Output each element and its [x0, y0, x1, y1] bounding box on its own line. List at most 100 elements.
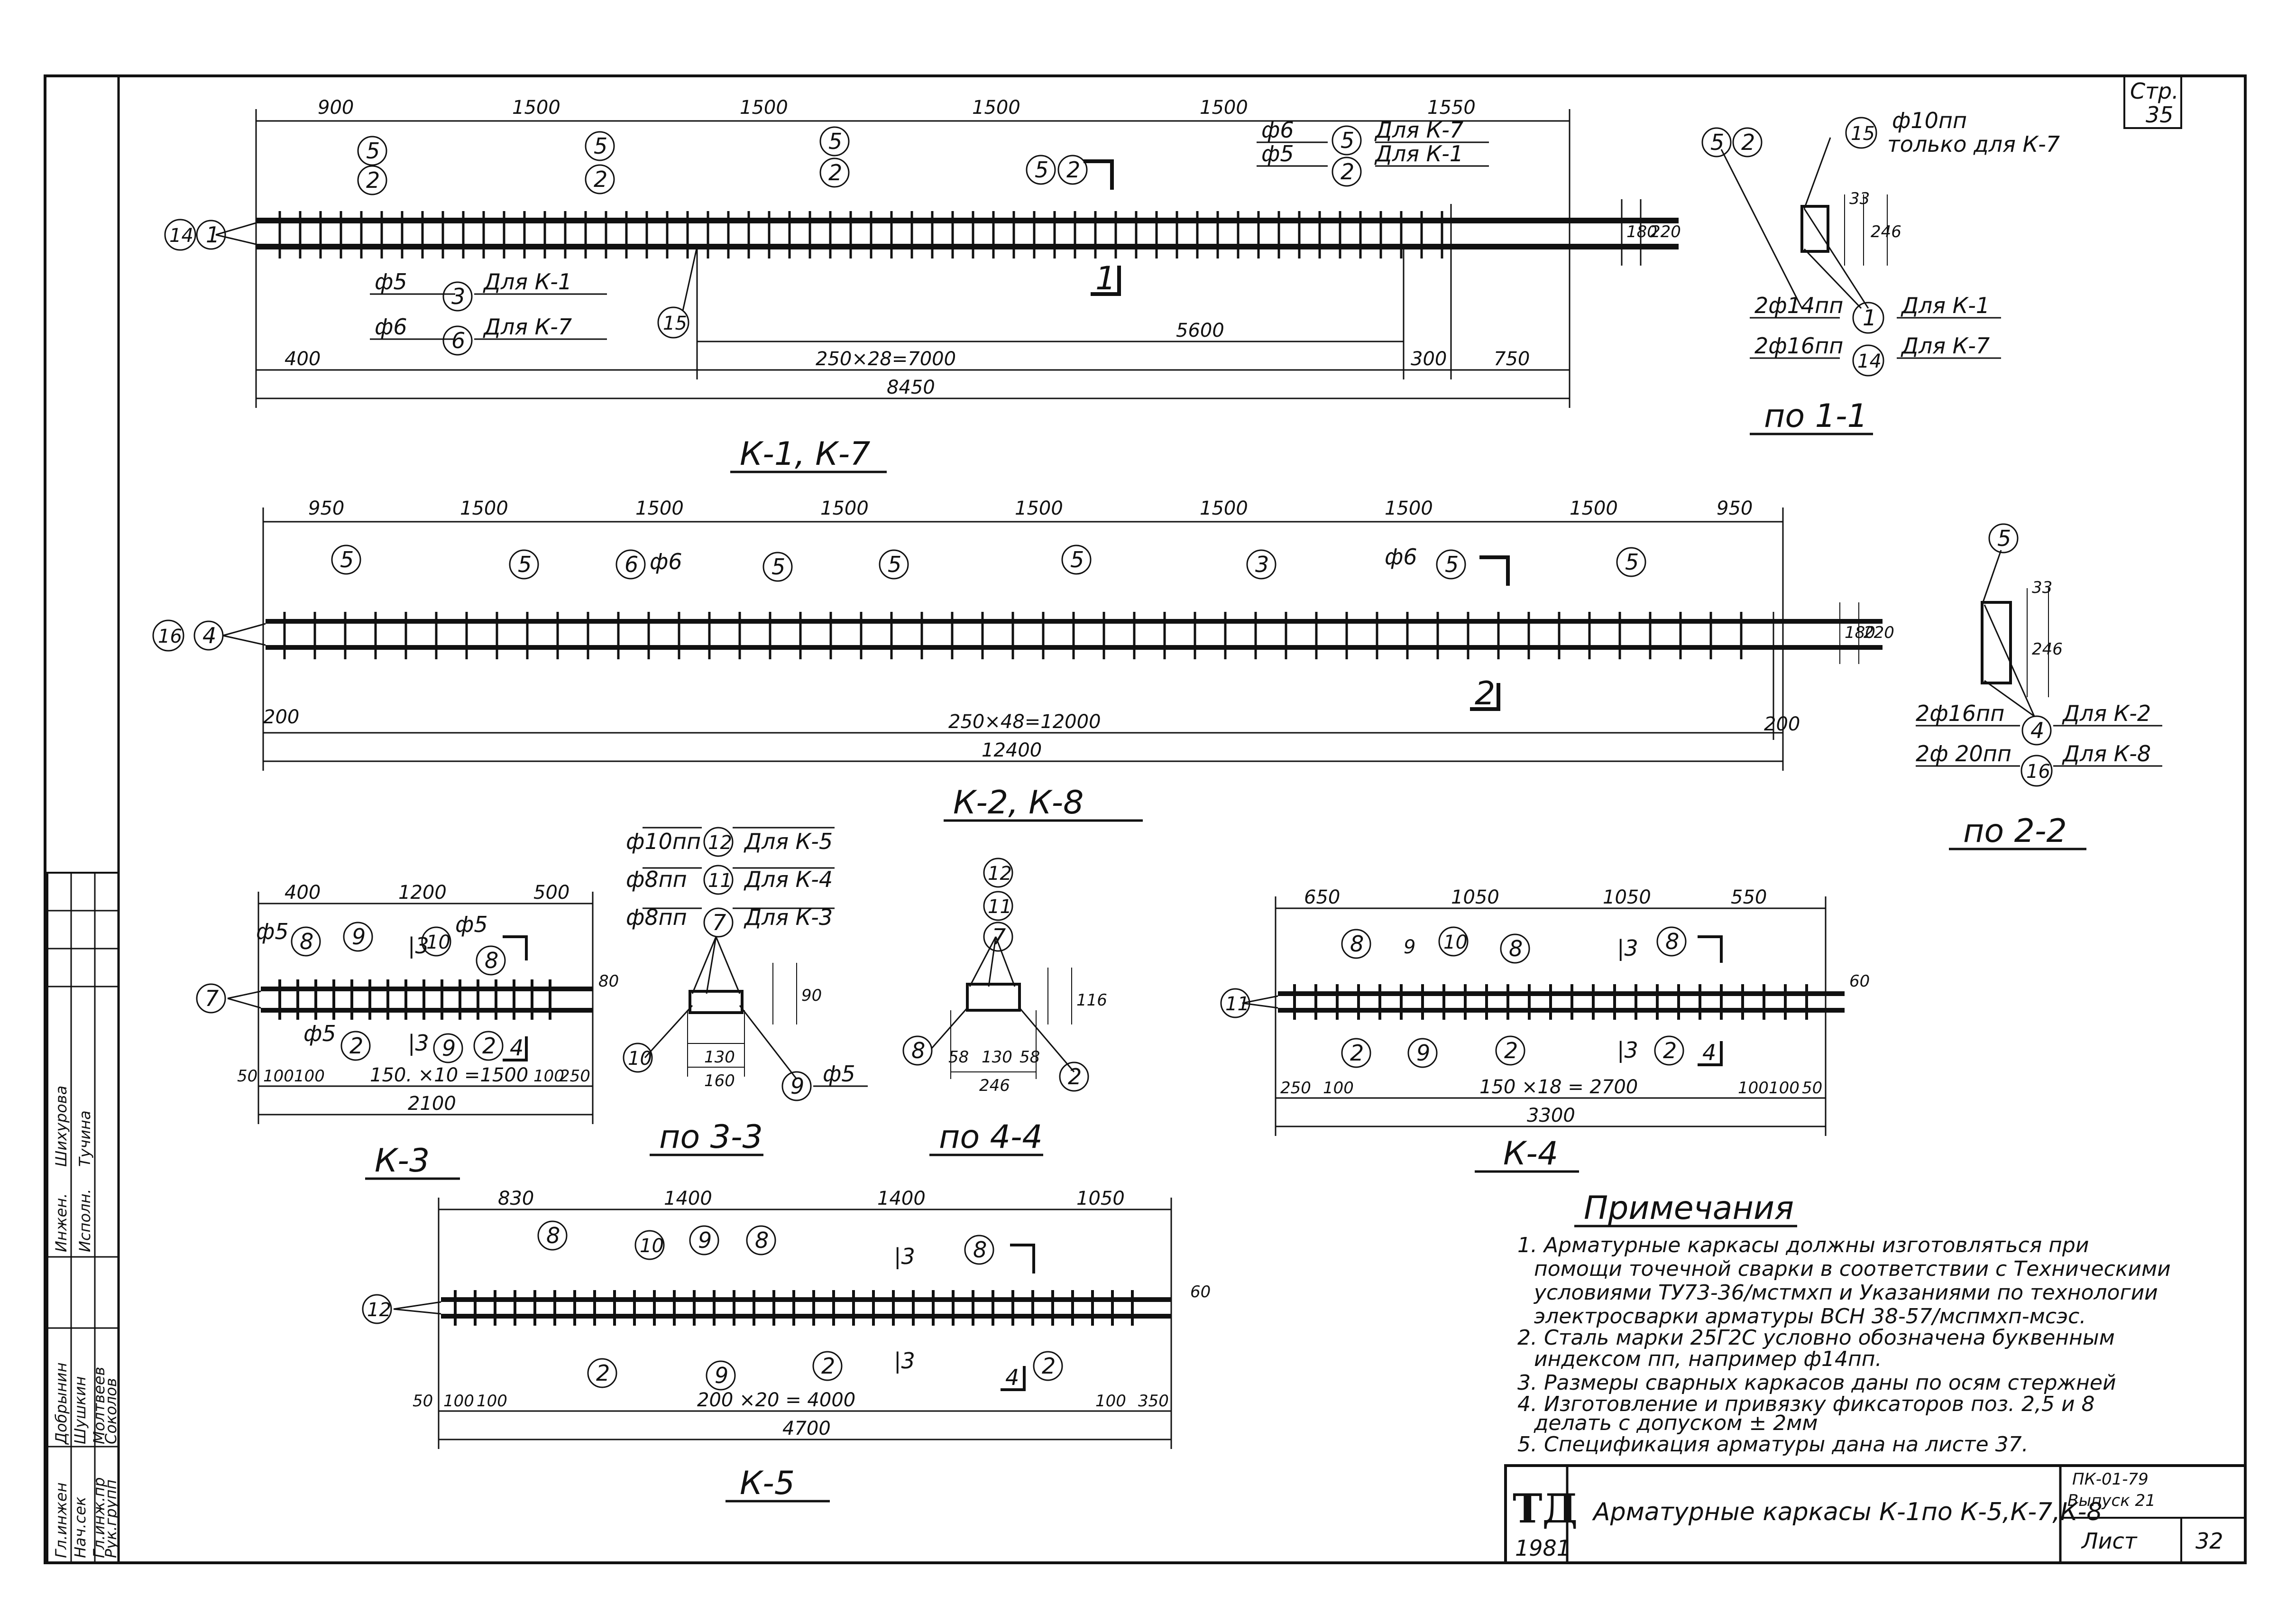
mark-label: 2 — [1350, 1040, 1364, 1066]
k1-note-k1: Для К-1 — [483, 269, 572, 295]
stamp-role: Гл.инжен — [52, 1482, 70, 1558]
k1-height-dim: 220 — [1650, 222, 1681, 241]
k3-top-dim: 500 — [533, 882, 569, 904]
k1-bottom-dim: 5600 — [1176, 320, 1224, 341]
mark-label: 1 — [206, 222, 220, 248]
k5-bottom-dim: 100 — [443, 1392, 474, 1411]
mark-label: 9 — [715, 1363, 728, 1388]
sec33-dia: ф8пп — [626, 904, 687, 930]
mark-label: 12 — [367, 1299, 391, 1321]
k2-top-dim: 1500 — [1015, 498, 1063, 519]
sec22-rebar1: 2ф16пп — [1916, 701, 2004, 726]
mark-label: 8 — [1665, 929, 1679, 954]
sec44-dim: 58 — [1019, 1048, 1040, 1067]
mark-label: 2 — [1663, 1038, 1677, 1063]
sec33-for: Для К-4 — [744, 867, 833, 892]
k4-bottom-dim: 50 — [1802, 1079, 1822, 1098]
mark-label: 6 — [625, 552, 638, 577]
mark-label: 5 — [518, 552, 532, 577]
k3-bottom-dim: 100 — [533, 1067, 564, 1086]
k2-note-d6: ф6 — [650, 549, 682, 574]
k1-position-marks: 5 2 5 2 5 2 5 2 5 2 14 1 3 6 15 — [164, 125, 1362, 356]
k5-bottom-dim: 100 — [477, 1392, 507, 1411]
mark-label: 8 — [1509, 936, 1523, 961]
k1-note-d6: ф6 — [375, 314, 407, 340]
stamp-role: Гл.инж.пр — [90, 1477, 108, 1558]
mark-label: 8 — [300, 929, 313, 954]
section-2-2: 5 4 16 — [1916, 523, 2162, 787]
sec44-dim: 246 — [979, 1076, 1010, 1095]
note-line: 3. Размеры сварных каркасов даны по осям… — [1517, 1371, 2116, 1395]
note-line: 4. Изготовление и привязку фиксаторов по… — [1517, 1392, 2095, 1416]
k1-note-k1: Для К-1 — [1374, 141, 1463, 166]
drawing-title: Арматурные каркасы К-1по К-5,К-7,К-8 — [1592, 1498, 2103, 1526]
k4-frame-drawing — [1242, 896, 1845, 1136]
sec33-for: Для К-5 — [744, 829, 833, 854]
k4-top-dim: 1050 — [1451, 886, 1499, 908]
stamp-name: Тучина — [76, 1110, 94, 1167]
stamp-role: Рук.групп — [102, 1479, 120, 1558]
left-stamp — [46, 872, 119, 1564]
note-line: электросварки арматуры ВСН 38-57/мспмхп-… — [1534, 1304, 2086, 1329]
k1-frame-drawing — [215, 109, 1679, 408]
k2-top-dim: 1500 — [460, 498, 508, 519]
note-line: 5. Спецификация арматуры дана на листе 3… — [1517, 1432, 2029, 1457]
mark-label: 9 — [790, 1073, 804, 1099]
stamp-name: Шушкин — [71, 1376, 89, 1444]
note-line: 2. Сталь марки 25Г2С условно обозначена … — [1517, 1326, 2115, 1350]
mark-label: 14 — [1857, 351, 1882, 372]
sheet-label: Лист — [2081, 1528, 2138, 1554]
k2-total-dim: 12400 — [982, 739, 1042, 761]
k4-section-3: |3 — [1617, 935, 1638, 961]
k4-total-dim: 3300 — [1527, 1105, 1575, 1126]
k2-top-dim: 950 — [308, 498, 344, 519]
sec11-dim: 246 — [1871, 222, 1901, 241]
note-line: условиями ТУ73-36/мстмхп и Указаниями по… — [1533, 1281, 2158, 1305]
k3-bottom-dim: 250 — [560, 1067, 590, 1086]
k3-top-dim: 1200 — [398, 882, 447, 904]
mark-label: 15 — [1851, 123, 1875, 145]
k5-bottom-dim: 100 — [1095, 1392, 1126, 1411]
sheet-number: 32 — [2195, 1528, 2223, 1554]
k1-bottom-dim: 250×28=7000 — [816, 348, 956, 370]
k5-frame-drawing — [393, 1198, 1172, 1449]
mark-label: 5 — [1445, 552, 1459, 577]
sec22-dim: 33 — [2032, 578, 2052, 597]
k5-section-4: 4 — [1005, 1365, 1019, 1390]
k5-top-dim: 1400 — [877, 1188, 926, 1209]
mark-label: 7 — [205, 986, 219, 1011]
stamp-name: Шихурова — [52, 1086, 70, 1167]
page-corner-number: 35 — [2146, 102, 2174, 128]
k3-note-d5: ф5 — [455, 912, 488, 937]
k4-bottom-dim: 100 — [1738, 1079, 1769, 1098]
mark-label: 2 — [596, 1360, 610, 1386]
k3-height-dim: 80 — [598, 972, 619, 991]
stamp-name: Соколов — [102, 1378, 120, 1444]
sec11-note-only: только для К-7 — [1887, 131, 2060, 157]
section-4-4: 12 11 7 8 2 — [902, 858, 1089, 1092]
mark-label: 5 — [340, 547, 354, 572]
k4-bottom-dim: 100 — [1323, 1079, 1354, 1098]
k2-section-mark: 2 — [1475, 675, 1495, 712]
sec22-dim: 246 — [2032, 640, 2063, 659]
mark-label: 5 — [1070, 547, 1084, 572]
k5-section-3: |3 — [894, 1348, 915, 1374]
k5-bottom-dim: 350 — [1138, 1392, 1169, 1411]
stamp-name: Добрынин — [52, 1362, 70, 1445]
k2-top-dim: 1500 — [1200, 498, 1248, 519]
k2-height-dim: 220 — [1864, 623, 1894, 642]
k1-height-dim: 180 — [1626, 222, 1657, 241]
mark-label: 12 — [708, 832, 732, 854]
mark-label: 5 — [771, 554, 785, 580]
k2-top-dim: 1500 — [635, 498, 684, 519]
k2-top-dim: 950 — [1717, 498, 1753, 519]
mark-label: 2 — [366, 167, 380, 193]
issue-label: Выпуск 21 — [2067, 1491, 2156, 1510]
mark-label: 2 — [349, 1033, 363, 1059]
k5-position-marks: 12 8 10 9 8 8 2 9 2 2 — [362, 1220, 1063, 1391]
mark-label: 8 — [546, 1223, 560, 1248]
k1-bottom-dim: 750 — [1494, 348, 1530, 370]
mark-label: 3 — [1255, 552, 1269, 577]
k1-top-dim: 1500 — [740, 97, 788, 119]
